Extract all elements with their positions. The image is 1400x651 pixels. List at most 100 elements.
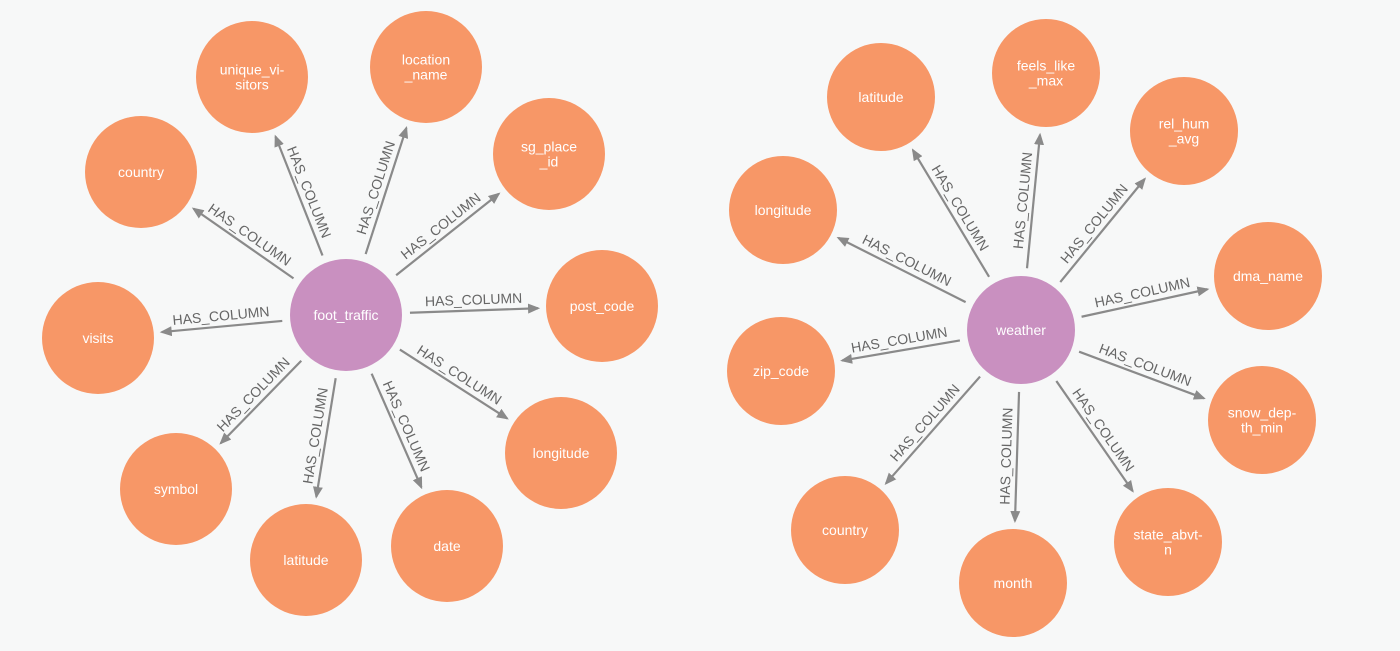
node-circle[interactable]	[1130, 77, 1238, 185]
edge-wx-to-wx-snow[interactable]: HAS_COLUMN	[1078, 340, 1206, 400]
edge-line[interactable]	[911, 148, 991, 278]
edge-ft-to-ft-sgplace[interactable]: HAS_COLUMN	[395, 189, 501, 277]
edge-line[interactable]	[1059, 177, 1146, 283]
node-label: state_abvt-	[1133, 527, 1203, 543]
edge-line[interactable]	[395, 192, 501, 277]
node-circle[interactable]	[120, 433, 232, 545]
column-node-wx-longitude[interactable]: longitude	[729, 156, 837, 264]
column-node-ft-visits[interactable]: visits	[42, 282, 154, 394]
edge-ft-to-ft-locname[interactable]: HAS_COLUMN	[353, 126, 409, 255]
node-circle[interactable]	[1214, 222, 1322, 330]
edge-ft-to-ft-country[interactable]: HAS_COLUMN	[191, 200, 295, 280]
node-circle[interactable]	[992, 19, 1100, 127]
edge-wx-to-wx-dma[interactable]: HAS_COLUMN	[1081, 274, 1210, 318]
column-node-wx-feels[interactable]: feels_like_max	[992, 19, 1100, 127]
edge-ft-to-ft-date[interactable]: HAS_COLUMN	[370, 373, 434, 490]
column-node-wx-latitude[interactable]: latitude	[827, 43, 935, 151]
column-node-ft-longitude[interactable]: longitude	[505, 397, 617, 509]
node-label: longitude	[533, 445, 590, 461]
edge-line[interactable]	[1078, 350, 1206, 400]
edge-line[interactable]	[159, 319, 283, 337]
edge-line[interactable]	[312, 377, 337, 499]
edge-line[interactable]	[399, 348, 509, 420]
edge-wx-to-wx-state[interactable]: HAS_COLUMN	[1055, 380, 1138, 493]
edge-line[interactable]	[1081, 286, 1210, 318]
edge-ft-to-ft-symbol[interactable]: HAS_COLUMN	[213, 354, 303, 445]
node-circle[interactable]	[959, 529, 1067, 637]
node-circle[interactable]	[729, 156, 837, 264]
center-node-wx[interactable]: weather	[967, 276, 1075, 384]
column-node-wx-dma[interactable]: dma_name	[1214, 222, 1322, 330]
edge-ft-to-ft-latitude[interactable]: HAS_COLUMN	[299, 377, 337, 499]
edge-ft-to-ft-visits[interactable]: HAS_COLUMN	[159, 303, 283, 337]
edge-line[interactable]	[364, 126, 409, 255]
edge-ft-to-ft-unique[interactable]: HAS_COLUMN	[274, 134, 335, 256]
column-node-wx-country[interactable]: country	[791, 476, 899, 584]
column-node-wx-zip[interactable]: zip_code	[727, 317, 835, 425]
node-circle[interactable]	[546, 250, 658, 362]
edge-ft-to-ft-longitude[interactable]: HAS_COLUMN	[399, 342, 509, 420]
node-circle[interactable]	[370, 11, 482, 123]
node-label: n	[1164, 542, 1172, 558]
node-circle[interactable]	[42, 282, 154, 394]
edge-wx-to-wx-relhum[interactable]: HAS_COLUMN	[1057, 177, 1146, 283]
edge-wx-to-wx-country[interactable]: HAS_COLUMN	[884, 375, 981, 485]
edge-label: HAS_COLUMN	[398, 189, 484, 262]
edge-line[interactable]	[1010, 391, 1021, 524]
node-label: sitors	[235, 77, 268, 93]
edge-label: HAS_COLUMN	[213, 354, 292, 435]
edge-line[interactable]	[840, 339, 961, 364]
column-node-wx-state[interactable]: state_abvt-n	[1114, 488, 1222, 596]
column-node-ft-latitude[interactable]: latitude	[250, 504, 362, 616]
node-circle[interactable]	[505, 397, 617, 509]
node-circle[interactable]	[290, 259, 402, 371]
node-label: feels_like	[1017, 58, 1076, 74]
column-node-ft-unique[interactable]: unique_vi-sitors	[196, 21, 308, 133]
edge-wx-to-wx-feels[interactable]: HAS_COLUMN	[1010, 132, 1045, 269]
node-circle[interactable]	[827, 43, 935, 151]
node-circle[interactable]	[1208, 366, 1316, 474]
column-node-wx-snow[interactable]: snow_dep-th_min	[1208, 366, 1316, 474]
column-node-wx-month[interactable]: month	[959, 529, 1067, 637]
column-node-ft-symbol[interactable]: symbol	[120, 433, 232, 545]
node-circle[interactable]	[791, 476, 899, 584]
node-circle[interactable]	[250, 504, 362, 616]
edge-wx-to-wx-zip[interactable]: HAS_COLUMN	[840, 324, 961, 364]
center-node-ft[interactable]: foot_traffic	[290, 259, 402, 371]
column-node-wx-relhum[interactable]: rel_hum_avg	[1130, 77, 1238, 185]
edge-line[interactable]	[219, 360, 303, 445]
edge-line[interactable]	[409, 303, 541, 314]
node-circle[interactable]	[196, 21, 308, 133]
node-circle[interactable]	[727, 317, 835, 425]
edge-line[interactable]	[884, 375, 981, 485]
column-node-ft-locname[interactable]: location_name	[370, 11, 482, 123]
edge-ft-to-ft-postcode[interactable]: HAS_COLUMN	[409, 290, 541, 314]
column-node-ft-country[interactable]: country	[85, 116, 197, 228]
edge-wx-to-wx-longitude[interactable]: HAS_COLUMN	[836, 231, 967, 304]
node-label: post_code	[570, 298, 635, 314]
node-circle[interactable]	[1114, 488, 1222, 596]
edge-label: HAS_COLUMN	[860, 231, 954, 289]
edge-wx-to-wx-month[interactable]: HAS_COLUMN	[996, 391, 1021, 524]
edge-label: HAS_COLUMN	[414, 342, 504, 408]
edge-line[interactable]	[836, 236, 967, 304]
edge-label: HAS_COLUMN	[425, 290, 523, 309]
edge-label: HAS_COLUMN	[929, 162, 993, 254]
edge-line[interactable]	[1025, 132, 1045, 269]
column-node-ft-date[interactable]: date	[391, 490, 503, 602]
node-circle[interactable]	[493, 98, 605, 210]
edge-wx-to-wx-latitude[interactable]: HAS_COLUMN	[911, 148, 993, 278]
column-node-ft-sgplace[interactable]: sg_place_id	[493, 98, 605, 210]
edge-line[interactable]	[1055, 380, 1134, 493]
node-circle[interactable]	[391, 490, 503, 602]
node-label: longitude	[755, 202, 812, 218]
node-circle[interactable]	[85, 116, 197, 228]
edge-line[interactable]	[191, 207, 295, 280]
edge-line[interactable]	[370, 373, 423, 490]
edge-line[interactable]	[274, 134, 324, 256]
column-node-ft-postcode[interactable]: post_code	[546, 250, 658, 362]
node-circle[interactable]	[967, 276, 1075, 384]
node-label: month	[994, 575, 1033, 591]
edge-label: HAS_COLUMN	[996, 407, 1015, 505]
